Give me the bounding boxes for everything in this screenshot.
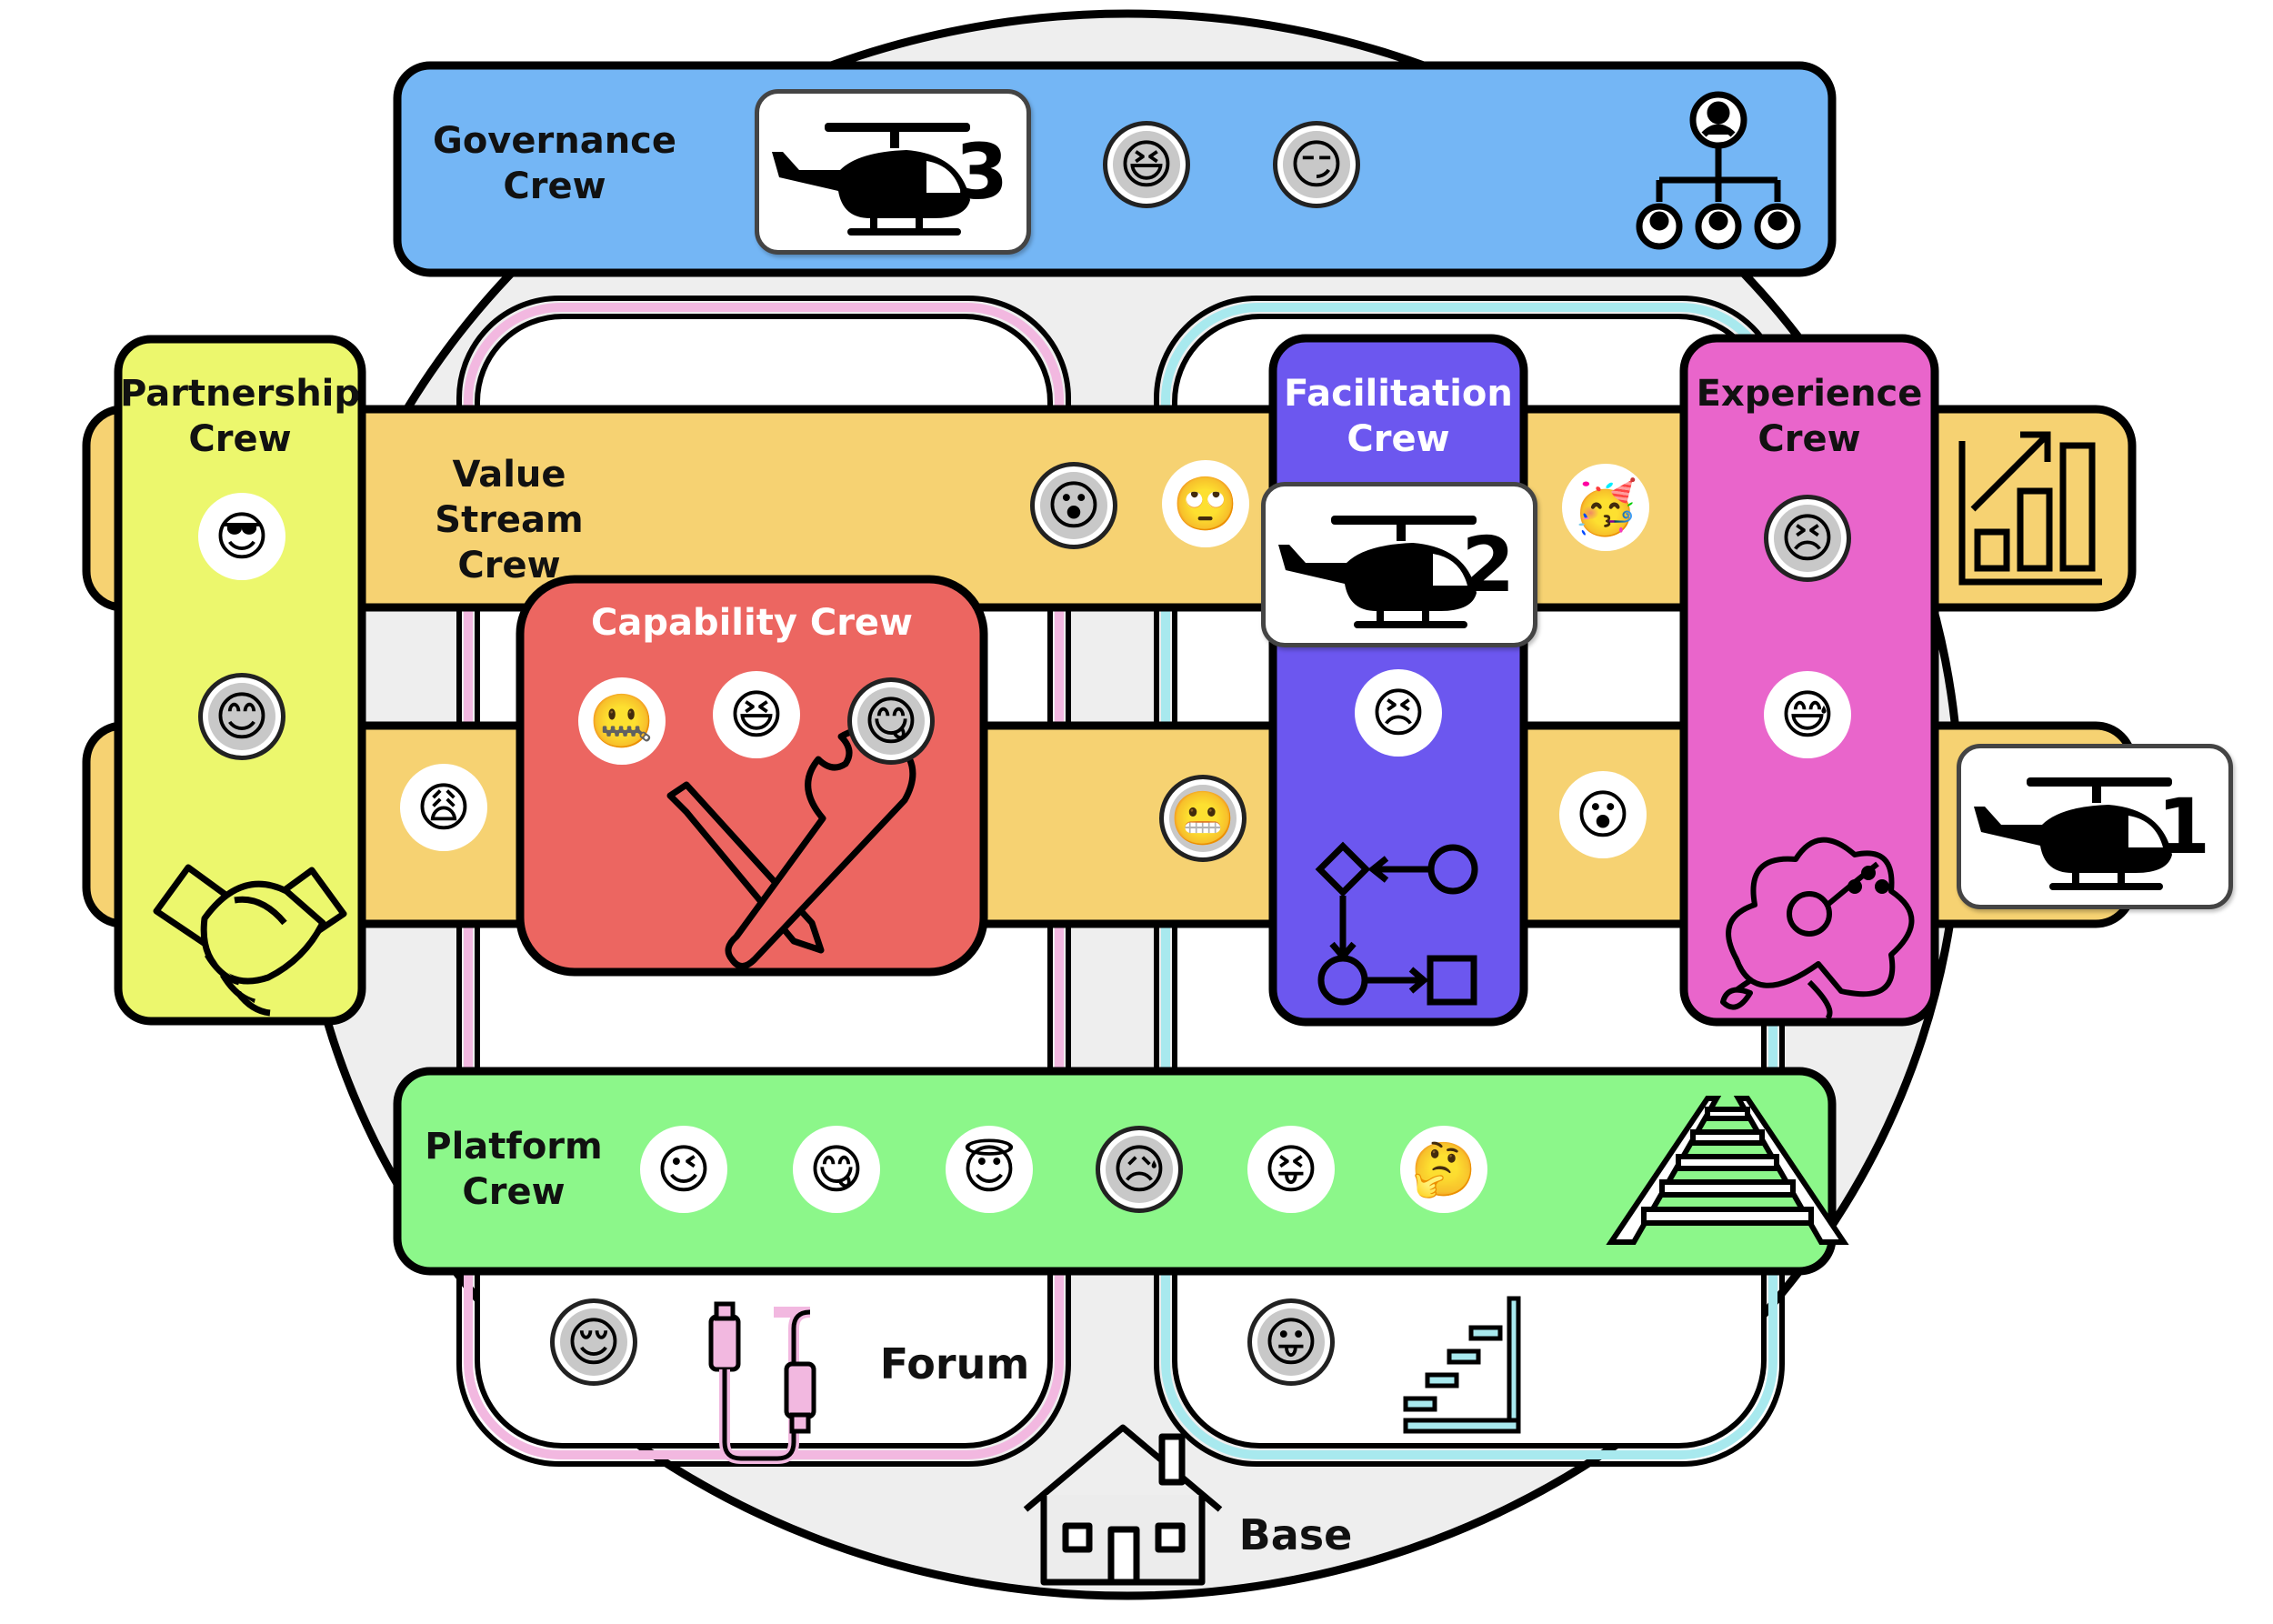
- helicopter-number-2: 2: [1461, 520, 1515, 609]
- value-stream-avatar-5: 😬: [1159, 775, 1247, 862]
- helicopter-number-1: 1: [2157, 782, 2210, 871]
- helicopter-icon: [1278, 516, 1477, 628]
- helicopter-icon: [772, 123, 970, 236]
- helicopter-number-3: 3: [955, 127, 1008, 216]
- governance-avatar-2: 😏: [1273, 121, 1360, 208]
- platform-avatar-5: 😝: [1247, 1126, 1335, 1213]
- experience-avatar-2: 😅: [1764, 671, 1851, 758]
- helicopter-icon: [1974, 777, 2172, 890]
- right-area-avatar: 😛: [1247, 1298, 1335, 1386]
- tools-icon: [666, 726, 916, 969]
- capability-crew-box: [516, 575, 988, 977]
- capability-avatar-3: 😋: [847, 677, 935, 765]
- value-stream-crew-label: Value Stream Crew: [435, 454, 584, 586]
- growth-chart-icon: [1958, 431, 2102, 586]
- partnership-crew-label: Partnership Crew: [119, 373, 361, 460]
- partnership-avatar-2: 😊: [198, 673, 285, 760]
- base-label: Base: [1238, 1510, 1353, 1559]
- governance-crew-label: Governance Crew: [432, 120, 677, 207]
- governance-avatar-1: 😆: [1103, 121, 1190, 208]
- value-stream-avatar-6: 😮: [1559, 771, 1647, 858]
- org-chart-icon: [1636, 91, 1801, 250]
- forum-label: Forum: [879, 1339, 1030, 1388]
- experience-avatar-1: 😣: [1764, 495, 1851, 582]
- handshake-icon: [153, 864, 347, 1017]
- platform-avatar-6: 🤔: [1400, 1126, 1487, 1213]
- platform-avatar-1: 😉: [640, 1126, 727, 1213]
- platform-avatar-4: 😥: [1096, 1126, 1183, 1213]
- value-stream-avatar-3: 🥳: [1562, 464, 1649, 551]
- stairs-icon: [1403, 1296, 1521, 1434]
- helicopter-badge-1: 1: [1957, 744, 2233, 909]
- flow-diagram-icon: [1315, 841, 1478, 1006]
- value-stream-avatar-2: 🙄: [1162, 460, 1249, 547]
- house-icon: [1023, 1424, 1223, 1586]
- usb-cable-icon: [708, 1301, 816, 1464]
- capability-avatar-2: 😆: [713, 671, 800, 758]
- value-stream-avatar-1: 😮: [1030, 462, 1117, 549]
- hibiscus-icon: [1720, 837, 1915, 1021]
- forum-avatar: 😌: [550, 1298, 637, 1386]
- capability-crew-label: Capability Crew: [590, 602, 914, 644]
- platform-avatar-2: 😋: [793, 1126, 880, 1213]
- value-stream-avatar-4: 😩: [400, 764, 487, 851]
- helicopter-badge-2: 2: [1261, 482, 1537, 647]
- experience-crew-label: Experience Crew: [1696, 373, 1923, 460]
- helicopter-badge-3: 3: [755, 89, 1031, 255]
- partnership-avatar-1: 😎: [198, 493, 285, 580]
- railway-track-icon: [1606, 1096, 1849, 1245]
- platform-crew-label: Platform Crew: [425, 1126, 603, 1213]
- capability-avatar-1: 🤐: [578, 677, 666, 765]
- facilitation-avatar-1: 😣: [1355, 669, 1442, 757]
- platform-avatar-3: 😇: [946, 1126, 1033, 1213]
- facilitation-crew-label: Facilitation Crew: [1284, 373, 1513, 460]
